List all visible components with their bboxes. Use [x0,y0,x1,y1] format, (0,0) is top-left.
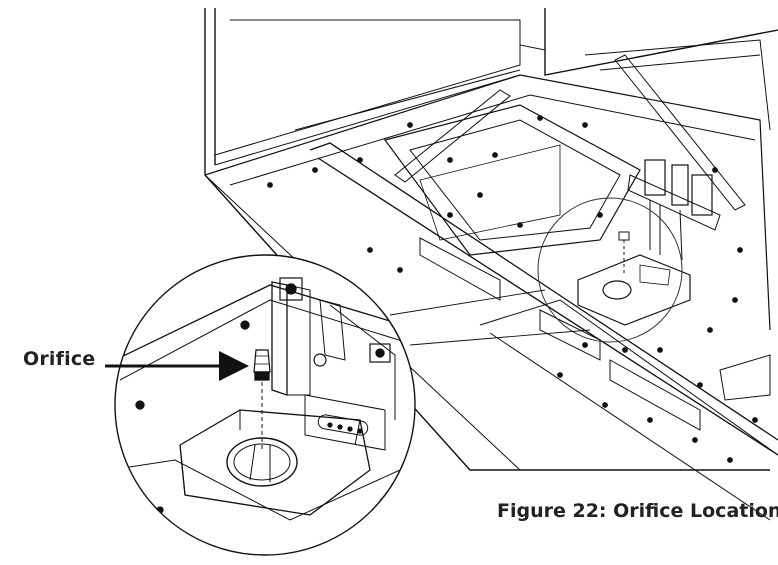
figure-caption: Figure 22: Orifice Location [497,500,778,522]
cabinet-drawing [204,8,778,521]
fastener-dots [267,115,758,463]
orifice-callout-label: Orifice [23,348,96,370]
detail-magnified-view [114,254,416,556]
